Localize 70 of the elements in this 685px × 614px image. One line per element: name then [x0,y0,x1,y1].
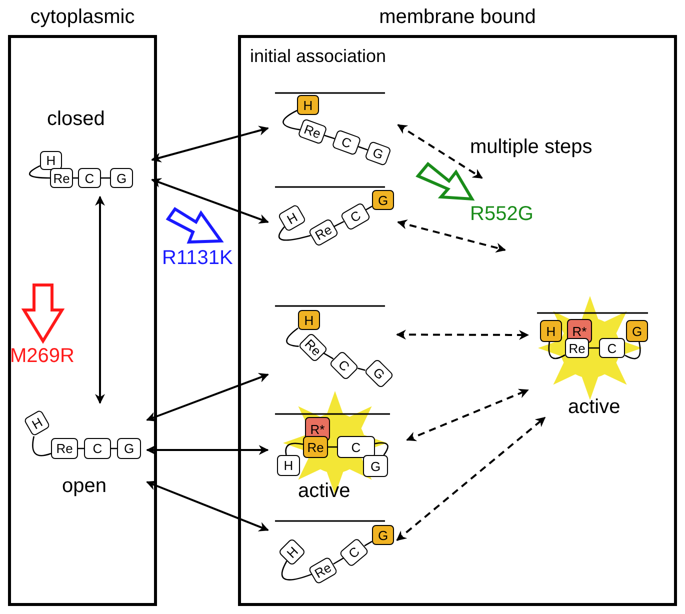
linker-line [278,226,311,241]
linker-line [334,221,344,227]
linker-line [333,558,344,565]
linker-line [364,540,372,546]
double-arrow [95,196,105,404]
linker-line [282,110,300,130]
double-arrow [397,220,506,253]
linker-line [374,442,388,456]
domain-box: G [626,320,648,342]
linker-line [32,436,52,456]
domain-box: Re [565,338,589,358]
double-arrow [406,388,529,442]
domain-box: C [599,338,625,358]
linker-line [285,442,304,456]
domain-box: C [338,537,370,567]
mutation-label: R552G [470,203,534,226]
domain-box: G [363,455,388,477]
domain-box: C [337,436,375,458]
domain-box: H [40,151,62,170]
domain-box: G [110,168,133,188]
linker-line [358,368,366,371]
domain-box: Re [51,438,78,459]
domain-box: G [372,525,394,545]
domain-box: Re [308,556,338,584]
domain-box: H [298,310,320,330]
domain-box: Re [50,168,73,188]
linker-line [589,347,599,349]
linker-line [324,134,335,140]
mutation-label: R1131K [162,247,233,270]
double-arrow [146,445,269,455]
domain-box: H [540,320,562,342]
domain-box: C [328,350,360,380]
state-label: active [298,480,350,503]
panel-heading: membrane bound [378,6,537,29]
linker-line [323,352,334,360]
domain-box: H [297,95,319,115]
state-label: open [62,475,106,498]
double-arrow [396,416,546,541]
domain-box: H [278,538,306,566]
double-arrow [151,178,269,224]
note-text: multiple steps [470,136,592,159]
domain-box: C [78,168,101,188]
domain-box: Re [298,332,328,362]
linker-line [286,328,299,347]
domain-box: H [23,409,51,437]
double-arrow [396,330,529,340]
domain-box: H [277,204,307,232]
domain-box: G [117,438,141,459]
domain-box: C [332,129,362,156]
linker-line [29,165,50,179]
state-label: closed [47,108,105,131]
double-arrow [146,480,269,532]
domain-box: Re [303,436,328,458]
mutation-label: M269R [10,345,74,368]
domain-box: Re [307,218,339,246]
double-arrow [397,124,483,179]
double-arrow [151,126,269,162]
domain-box: G [372,190,394,210]
section-heading: initial association [250,46,386,67]
domain-box: C [84,438,111,459]
double-arrow [146,373,269,422]
linker-line [281,560,312,580]
domain-box: Re [298,118,328,145]
domain-box: G [364,358,394,389]
state-label: active [568,396,620,419]
domain-box: C [339,202,371,230]
domain-box: G [364,140,392,166]
linker-line [358,146,368,151]
domain-box: H [277,455,300,476]
panel-heading: cytoplasmic [29,6,136,29]
